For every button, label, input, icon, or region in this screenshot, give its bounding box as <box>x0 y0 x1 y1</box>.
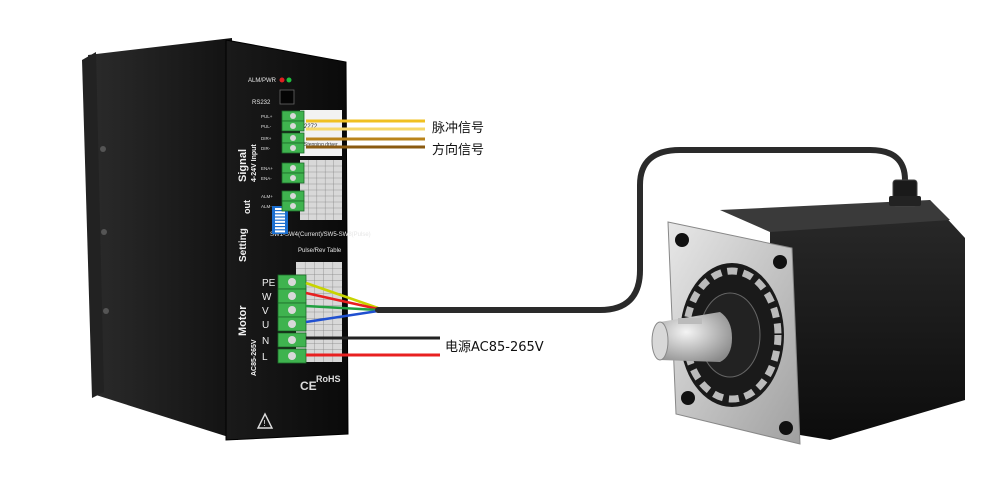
motor-section-label: Motor <box>237 305 249 336</box>
flange-hole <box>681 391 695 405</box>
mount-hole <box>103 308 109 314</box>
signal-terminal-labels: PUL+ PUL- DIR+ DIR- ENA+ ENA- ALM+ ALM- <box>261 114 273 209</box>
signal-terminal-label: PUL- <box>261 124 272 129</box>
terminal-screw <box>290 135 296 141</box>
pulse-rev-table: Pulse/Rev Table SW1-SW4(Current)/SW5-SW8… <box>270 160 371 362</box>
signal-input-label: 4-24V Input <box>251 144 258 182</box>
pulse-table-title: Pulse/Rev Table <box>298 248 342 254</box>
power-terminal-label: U <box>262 320 269 331</box>
power-terminal-label: PE <box>262 278 276 289</box>
power-terminal-label: W <box>262 292 272 303</box>
rs232-port[interactable] <box>279 89 295 105</box>
shaft-key <box>678 318 702 324</box>
ce-mark: CE <box>300 379 317 393</box>
terminal-screw <box>290 193 296 199</box>
stepper-motor <box>651 179 965 445</box>
signal-terminal-block <box>281 110 305 212</box>
signal-terminal-label: DIR+ <box>261 136 272 141</box>
terminal-screw <box>288 352 296 360</box>
dip-key[interactable] <box>275 220 285 223</box>
signal-terminal-label: DIR- <box>261 146 271 151</box>
signal-terminal-label: PUL+ <box>261 114 273 119</box>
stepper-driver: ALM/PWR RS232 Signal 4-24V Input out Set… <box>82 38 371 441</box>
dip-key[interactable] <box>275 214 285 217</box>
pe-wire <box>305 281 379 310</box>
pulse-signal-label: 脉冲信号 <box>432 121 484 136</box>
terminal-screw <box>290 165 296 171</box>
flange-hole <box>779 421 793 435</box>
power-terminal-block <box>277 274 307 364</box>
setting-section-label: Setting <box>238 228 249 262</box>
dip-key[interactable] <box>275 230 285 233</box>
dip-key[interactable] <box>275 217 285 220</box>
model-sticker-text: 2272 <box>304 124 318 130</box>
dip-key[interactable] <box>275 227 285 230</box>
terminal-screw <box>290 203 296 209</box>
power-input-label: 电源AC85-265V <box>445 340 544 355</box>
mount-hole <box>101 229 107 235</box>
terminal-screw <box>290 113 296 119</box>
dip-key[interactable] <box>275 224 285 226</box>
voltage-label: AC85-265V <box>251 339 258 376</box>
motor-top <box>720 200 950 232</box>
alarm-terminal-label: ALM- <box>261 204 272 209</box>
terminal-screw <box>290 145 296 151</box>
model-sticker <box>300 110 342 156</box>
u-wire <box>305 309 379 324</box>
motor-cable <box>375 147 908 313</box>
alarm-terminal-label: ALM+ <box>261 194 273 199</box>
signal-terminal-label: ENA- <box>261 176 272 181</box>
rohs-mark: RoHS <box>316 374 341 384</box>
dip-key[interactable] <box>275 208 285 210</box>
alm-pwr-label: ALM/PWR <box>248 78 277 84</box>
power-terminal-label: L <box>262 352 268 363</box>
dip-title: SW1-SW4(Current)/SW5-SW8(Pulse) <box>270 232 371 238</box>
driver-side-panel <box>88 38 238 440</box>
terminal-screw <box>288 306 296 314</box>
shaft-end <box>651 321 669 361</box>
direction-signal-label: 方向信号 <box>432 142 484 158</box>
terminal-screw <box>290 123 296 129</box>
vent-ring <box>682 267 782 403</box>
mount-hole <box>100 146 106 152</box>
dip-key[interactable] <box>275 211 285 214</box>
power-led <box>286 77 292 83</box>
terminal-screw <box>288 278 296 286</box>
w-wire <box>305 291 379 311</box>
v-wire <box>305 304 379 312</box>
out-section-label: out <box>242 200 252 214</box>
power-terminal-label: V <box>262 306 269 317</box>
terminal-screw <box>288 320 296 328</box>
hazard-symbol: ! <box>263 419 266 428</box>
wire-harness <box>305 119 908 357</box>
signal-section-label: Signal <box>237 149 249 182</box>
rs232-label: RS232 <box>252 100 271 106</box>
alarm-led <box>279 77 285 83</box>
motor-body <box>770 200 965 440</box>
terminal-screw <box>290 175 296 181</box>
signal-terminal-label: ENA+ <box>261 166 273 171</box>
driver-fin <box>82 52 104 398</box>
hazard-icon <box>256 412 274 429</box>
flange-hole <box>675 233 689 247</box>
terminal-screw <box>288 336 296 344</box>
power-terminal-label: N <box>262 336 269 347</box>
motor-shaft <box>656 312 732 362</box>
sticker-line: Stepping driver <box>304 142 338 148</box>
terminal-screw <box>288 292 296 300</box>
flange-hole <box>773 255 787 269</box>
cable-gland-nut <box>889 196 921 206</box>
